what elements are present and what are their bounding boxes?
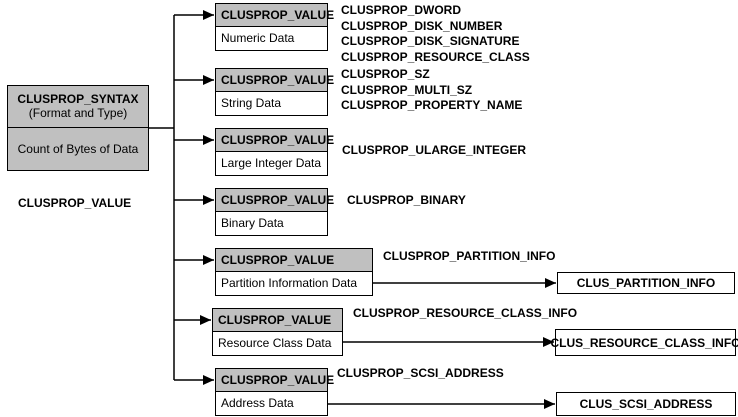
value-box-body: Address Data [221,396,294,410]
label-line: CLUSPROP_PROPERTY_NAME [341,98,523,112]
label-line: CLUSPROP_MULTI_SZ [341,82,473,97]
value-box-header: CLUSPROP_VALUE [216,249,372,272]
label-line: CLUSPROP_DWORD [341,3,462,17]
label-binary: CLUSPROP_BINARY [347,193,466,209]
label-stack-numeric: CLUSPROP_DWORD CLUSPROP_DISK_NUMBER CLUS… [341,3,530,65]
clus-scsi-address-box: CLUS_SCSI_ADDRESS [556,392,736,416]
label-line: CLUSPROP_ULARGE_INTEGER [342,143,527,157]
value-box-body: Partition Information Data [221,276,358,290]
value-box-body: String Data [221,96,282,110]
value-box-body: Resource Class Data [218,336,332,350]
value-box-header: CLUSPROP_VALUE [216,4,334,27]
value-box-binary: CLUSPROP_VALUE Binary Data [215,188,334,236]
clusprop-syntax-header-cell: CLUSPROP_SYNTAX (Format and Type) [8,86,148,128]
value-box-large-integer: CLUSPROP_VALUE Large Integer Data [215,128,334,176]
clus-partition-info-box: CLUS_PARTITION_INFO [557,272,735,294]
value-box-numeric: CLUSPROP_VALUE Numeric Data [215,3,334,51]
value-box-address: CLUSPROP_VALUE Address Data [215,368,334,416]
label-line: CLUSPROP_DISK_NUMBER [341,18,503,33]
label-line: CLUSPROP_PARTITION_INFO [383,249,556,263]
value-box-body: Large Integer Data [221,156,322,170]
label-line: CLUSPROP_RESOURCE_CLASS [341,49,530,64]
label-resource-class-info: CLUSPROP_RESOURCE_CLASS_INFO [353,306,577,322]
label-large-integer: CLUSPROP_ULARGE_INTEGER [342,143,526,159]
value-box-header: CLUSPROP_VALUE [216,129,334,152]
clusprop-syntax-box: CLUSPROP_SYNTAX (Format and Type) Count … [7,85,149,171]
value-box-resource-class: CLUSPROP_VALUE Resource Class Data [212,308,343,356]
label-line: CLUSPROP_BINARY [347,193,466,207]
value-box-header: CLUSPROP_VALUE [216,189,334,212]
root-label: CLUSPROP_VALUE [18,196,132,210]
label-line: CLUSPROP_RESOURCE_CLASS_INFO [353,306,578,320]
label-stack-string: CLUSPROP_SZ CLUSPROP_MULTI_SZ CLUSPROP_P… [341,67,522,114]
main-box-subtitle: (Format and Type) [28,106,128,120]
value-box-string: CLUSPROP_VALUE String Data [215,68,334,116]
value-box-header: CLUSPROP_VALUE [213,309,342,332]
main-box-title: CLUSPROP_SYNTAX [17,92,139,106]
value-box-header: CLUSPROP_VALUE [216,369,334,392]
value-box-header: CLUSPROP_VALUE [216,69,334,92]
value-box-body: Binary Data [221,216,284,230]
label-line: CLUSPROP_SZ [341,67,430,81]
value-box-body: Numeric Data [221,31,295,45]
label-line: CLUSPROP_SCSI_ADDRESS [337,366,504,380]
main-box-count-cell: Count of Bytes of Data [17,142,139,156]
clus-resource-class-info-box: CLUS_RESOURCE_CLASS_INFO [550,329,738,356]
value-box-partition-information: CLUSPROP_VALUE Partition Information Dat… [215,248,373,296]
label-line: CLUSPROP_DISK_SIGNATURE [341,34,520,48]
label-partition-info: CLUSPROP_PARTITION_INFO [383,249,555,265]
label-scsi-address: CLUSPROP_SCSI_ADDRESS [337,366,504,382]
